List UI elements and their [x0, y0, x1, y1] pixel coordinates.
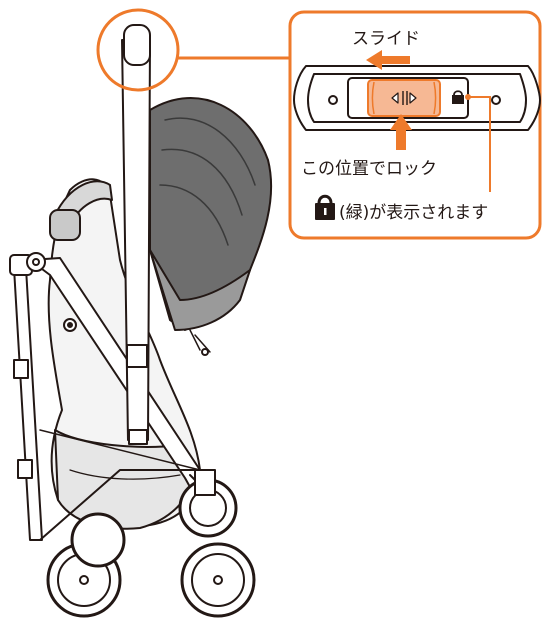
rear-leg — [13, 267, 43, 541]
handle-bar — [121, 39, 151, 441]
slide-label: スライド — [352, 29, 420, 49]
lock-icon — [315, 194, 335, 220]
lock-indicator-icon — [452, 90, 464, 104]
indicator-pointer — [468, 96, 491, 192]
arrow-up-icon — [390, 114, 412, 150]
lock-mechanism — [293, 65, 541, 131]
slider-knob — [367, 79, 441, 117]
arrow-left-icon — [366, 50, 410, 70]
canopy-front-panel — [149, 249, 251, 331]
stroller-illustration — [9, 24, 273, 618]
front-wheel-right — [180, 542, 256, 618]
indicator-note: (緑)が表示されます — [339, 203, 488, 223]
callout-box: スライド — [288, 10, 542, 240]
rear-wheel-right — [70, 512, 126, 568]
highlight-circle — [96, 8, 180, 92]
lock-position-label: この位置でロック — [301, 159, 437, 179]
